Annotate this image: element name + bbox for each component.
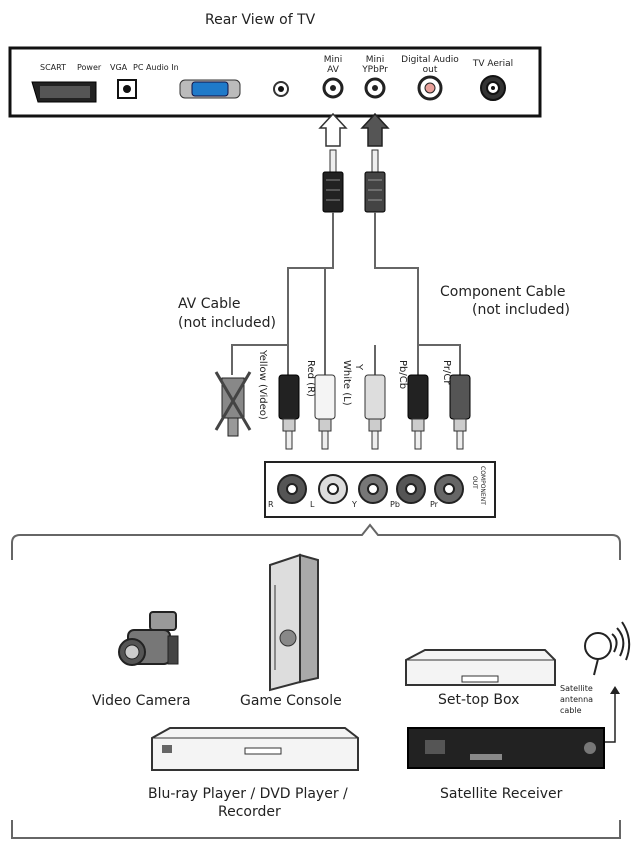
mini-av-label-1: Mini [323,55,343,65]
ypbpr-arrow [360,112,390,147]
satellite-receiver-icon [407,727,605,769]
red-plug-label: Red (R) [305,360,316,397]
game-console-icon [269,553,319,692]
av-arrow [318,112,348,147]
digital-audio-label-1: Digital Audio [401,55,459,65]
satellite-dish-icon [584,621,631,676]
power-port [117,79,137,99]
pr-plug [449,374,471,450]
satellite-receiver-label: Satellite Receiver [440,786,563,802]
pc-audio-label: PC Audio In [133,63,179,72]
satellite-antenna-label-2: antenna [560,695,594,704]
av-mini-plug [322,149,344,213]
digital-audio-port [417,75,443,101]
component-cable-label: Component Cable [440,284,566,300]
red-plug [278,374,300,450]
bluray-label-1: Blu-ray Player / DVD Player / [148,786,348,802]
pb-plug-label: Pb/Cb [397,360,408,390]
mini-ypbpr-port [364,77,386,99]
video-camera-icon [118,611,179,666]
satellite-antenna-label-3: cable [560,706,582,715]
white-plug [314,374,336,450]
cable-wires [231,212,461,375]
yellow-plug-label: Yellow (Video) [257,350,268,420]
y-plug [364,374,386,450]
y-plug-label: Y [353,364,364,371]
mini-av-label-2: AV [327,65,339,75]
video-camera-label: Video Camera [92,693,191,709]
pb-plug [407,374,429,450]
vga-port [179,79,241,99]
panel-jacks [277,474,464,504]
bluray-player-icon [151,727,359,771]
tv-rear-panel [8,46,542,118]
satellite-antenna-label-1: Satellite [560,684,593,693]
mini-ypbpr-label-2: YPbPr [362,65,388,75]
ypbpr-mini-plug [364,149,386,213]
panel-r-label: R [268,500,274,509]
av-cable-note: (not included) [178,315,276,331]
component-out-label-1: COMPONENT [479,466,486,505]
panel-y-label: Y [352,500,357,509]
white-plug-label: White (L) [341,360,352,406]
panel-l-label: L [310,500,315,509]
av-cable-label: AV Cable [178,296,241,312]
yellow-video-plug [214,371,252,437]
set-top-box-label: Set-top Box [438,692,520,708]
panel-pb-label: Pb [390,500,400,509]
diagram-title: Rear View of TV [205,12,316,28]
mini-ypbpr-label-1: Mini [365,55,385,65]
power-label: Power [77,63,102,72]
set-top-box-icon [405,649,556,686]
vga-label: VGA [110,63,128,72]
pc-audio-port [273,81,289,97]
mini-av-port [322,77,344,99]
bluray-label-2: Recorder [218,804,281,820]
digital-audio-label-2: out [422,65,438,75]
scart-port [31,81,97,103]
device-bracket-bottom [11,820,621,839]
device-bracket [11,523,621,560]
antenna-cable [604,690,616,743]
game-console-label: Game Console [240,693,342,709]
tv-aerial-port [480,75,506,101]
component-cable-note: (not included) [472,302,570,318]
tv-aerial-label: TV Aerial [472,59,514,69]
component-out-label-2: OUT [471,476,478,489]
scart-label: SCART [40,63,66,72]
panel-pr-label: Pr [430,500,438,509]
pr-plug-label: Pr/Cr [441,360,452,385]
